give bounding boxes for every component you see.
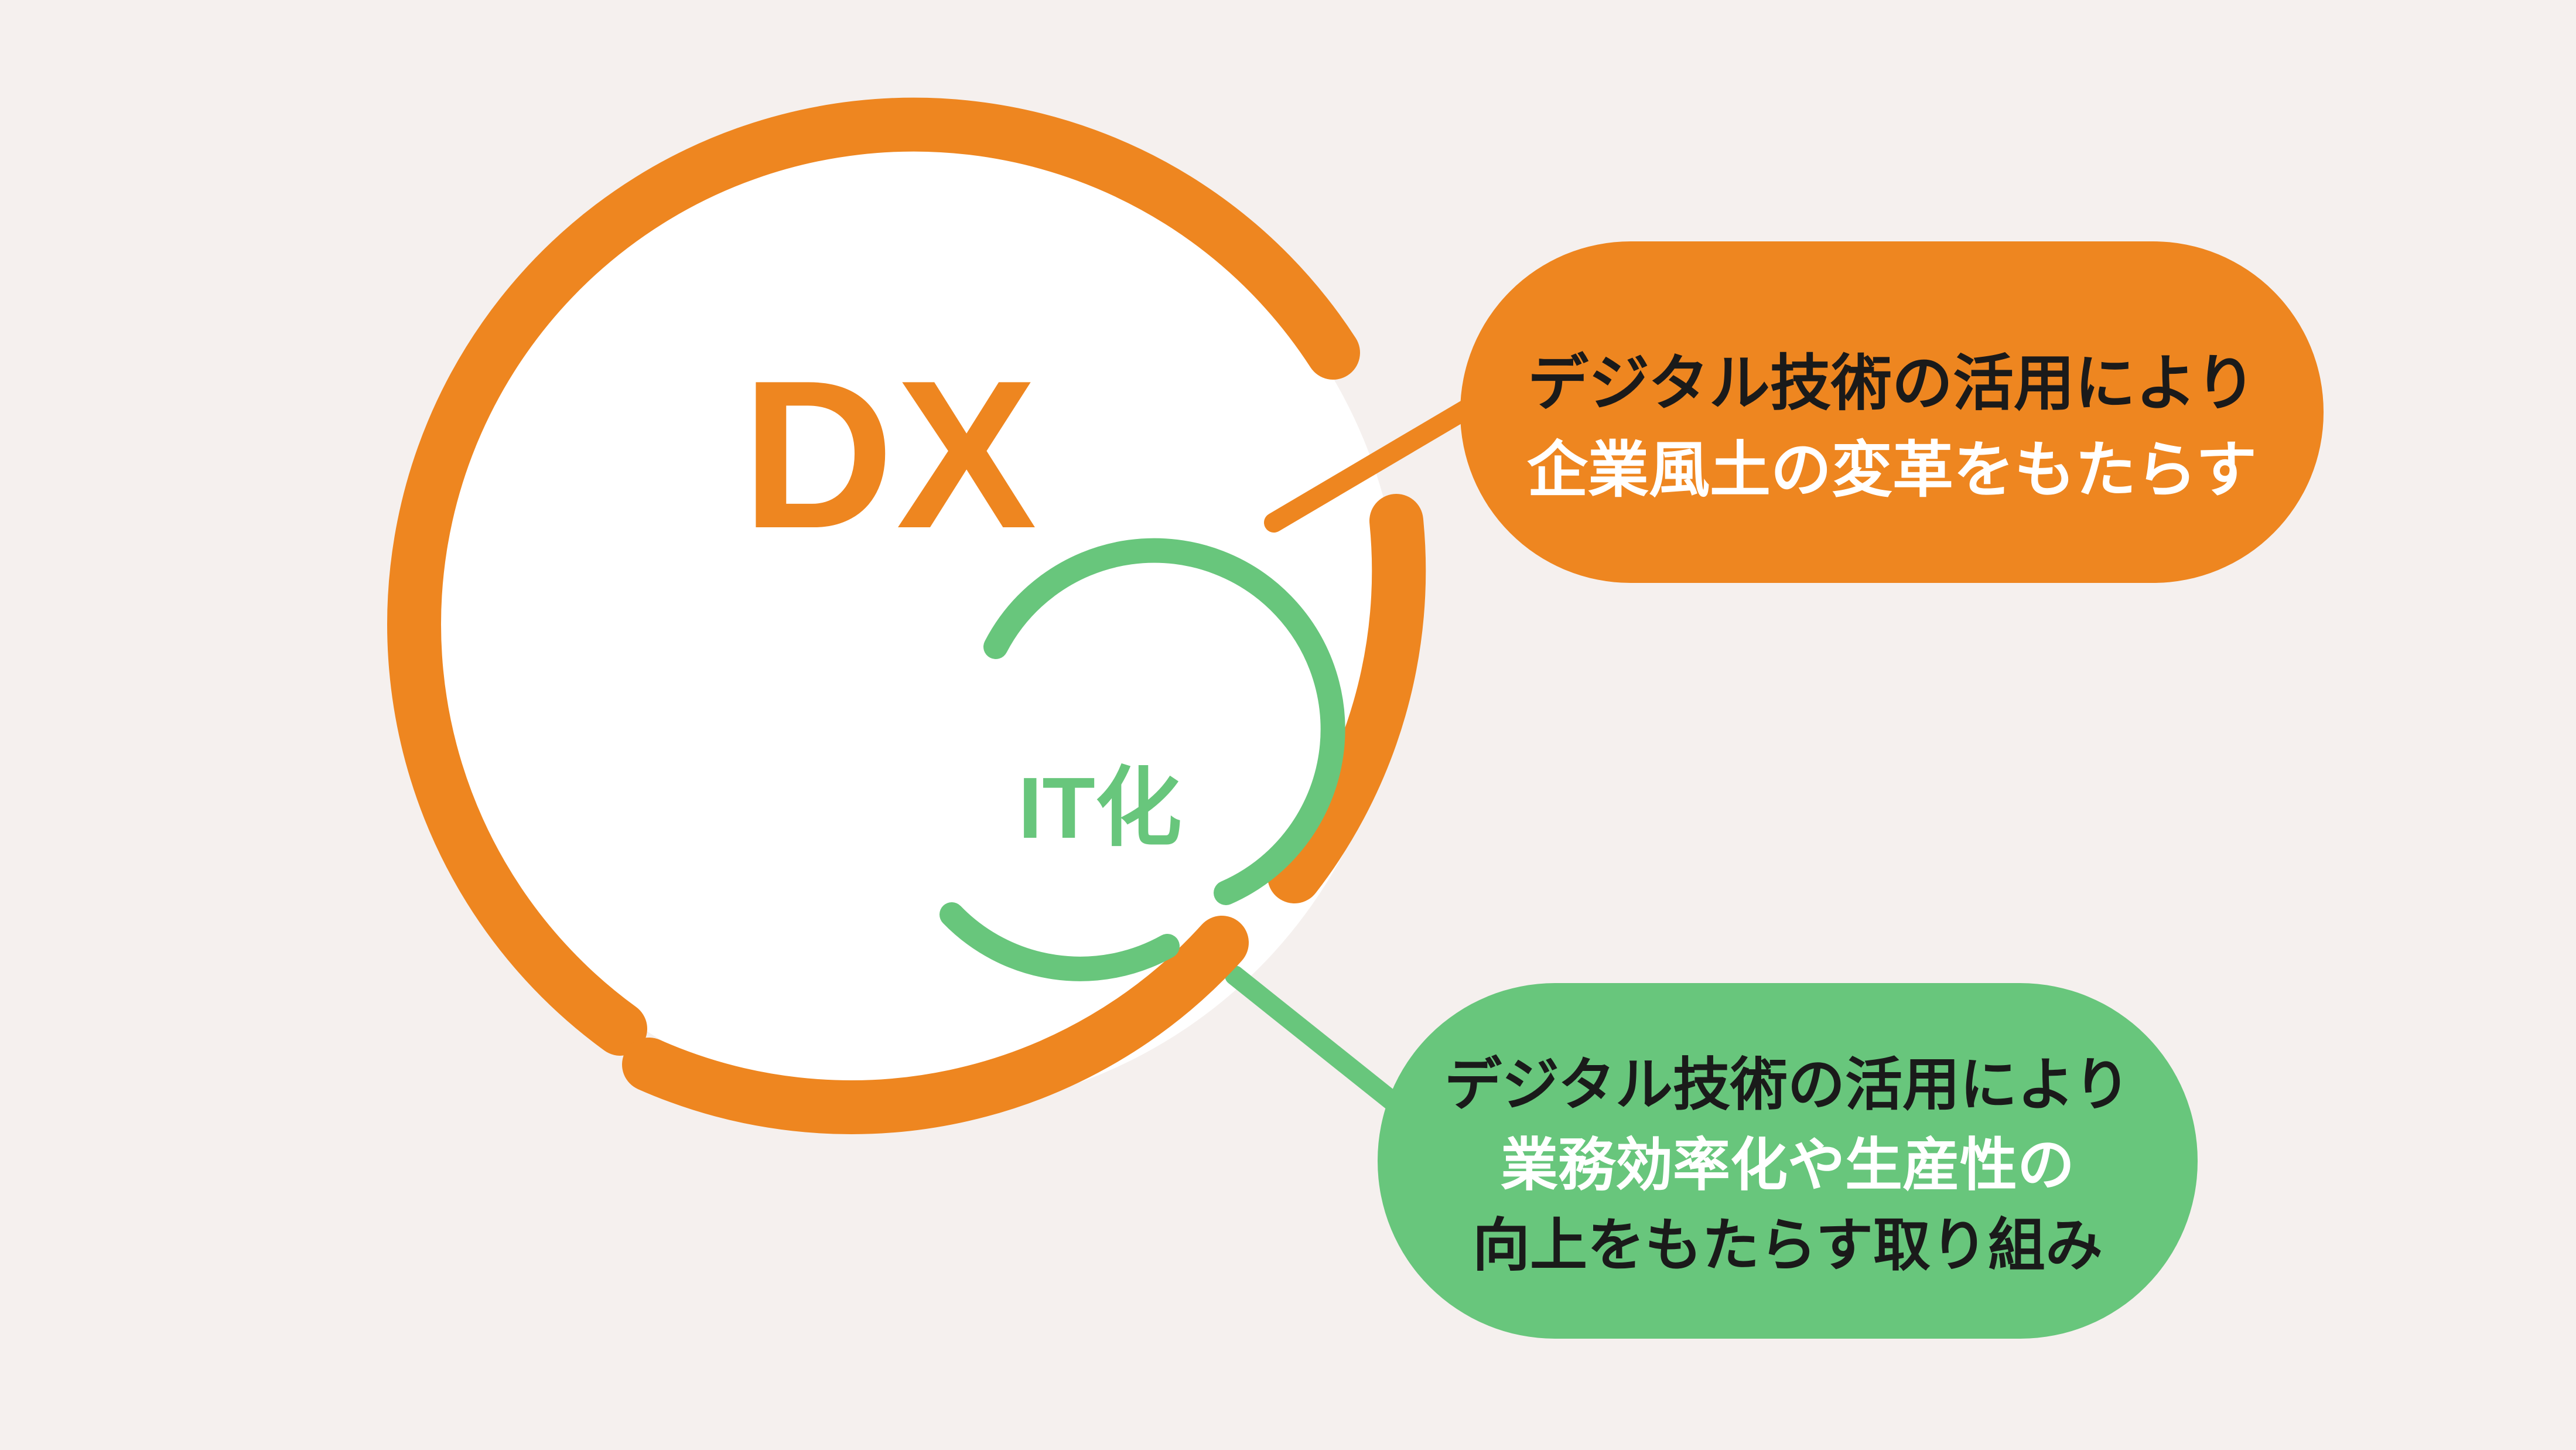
it-callout-line-2: 業務効率化や生産性の <box>1501 1132 2075 1197</box>
it-callout[interactable]: デジタル技術の活用により 業務効率化や生産性の 向上をもたらす取り組み <box>1378 983 2198 1339</box>
dx-label: DX <box>742 337 1038 572</box>
dx-ring-arc-bottom <box>622 916 1249 1134</box>
dx-inner-disc <box>428 139 1400 1111</box>
dx-callout[interactable]: デジタル技術の活用により 企業風土の変革をもたらす <box>1460 241 2324 583</box>
it-callout-line-1: デジタル技術の活用により <box>1444 1052 2131 1117</box>
dx-ring-arc-right <box>1267 494 1426 903</box>
it-callout-line-3: 向上をもたらす取り組み <box>1473 1213 2103 1277</box>
it-label: IT化 <box>1018 760 1182 857</box>
dx-callout-bubble <box>1460 241 2324 583</box>
dx-callout-line-2: 企業風土の変革をもたらす <box>1527 436 2257 504</box>
dx-ring-arc-main <box>387 97 1360 1056</box>
it-ring-arc-main <box>983 538 1345 905</box>
it-leader-line <box>1225 965 1410 1117</box>
it-ring-arc-left <box>939 902 1180 981</box>
it-callout-bubble <box>1378 983 2198 1339</box>
dx-callout-line-1: デジタル技術の活用により <box>1528 350 2256 418</box>
